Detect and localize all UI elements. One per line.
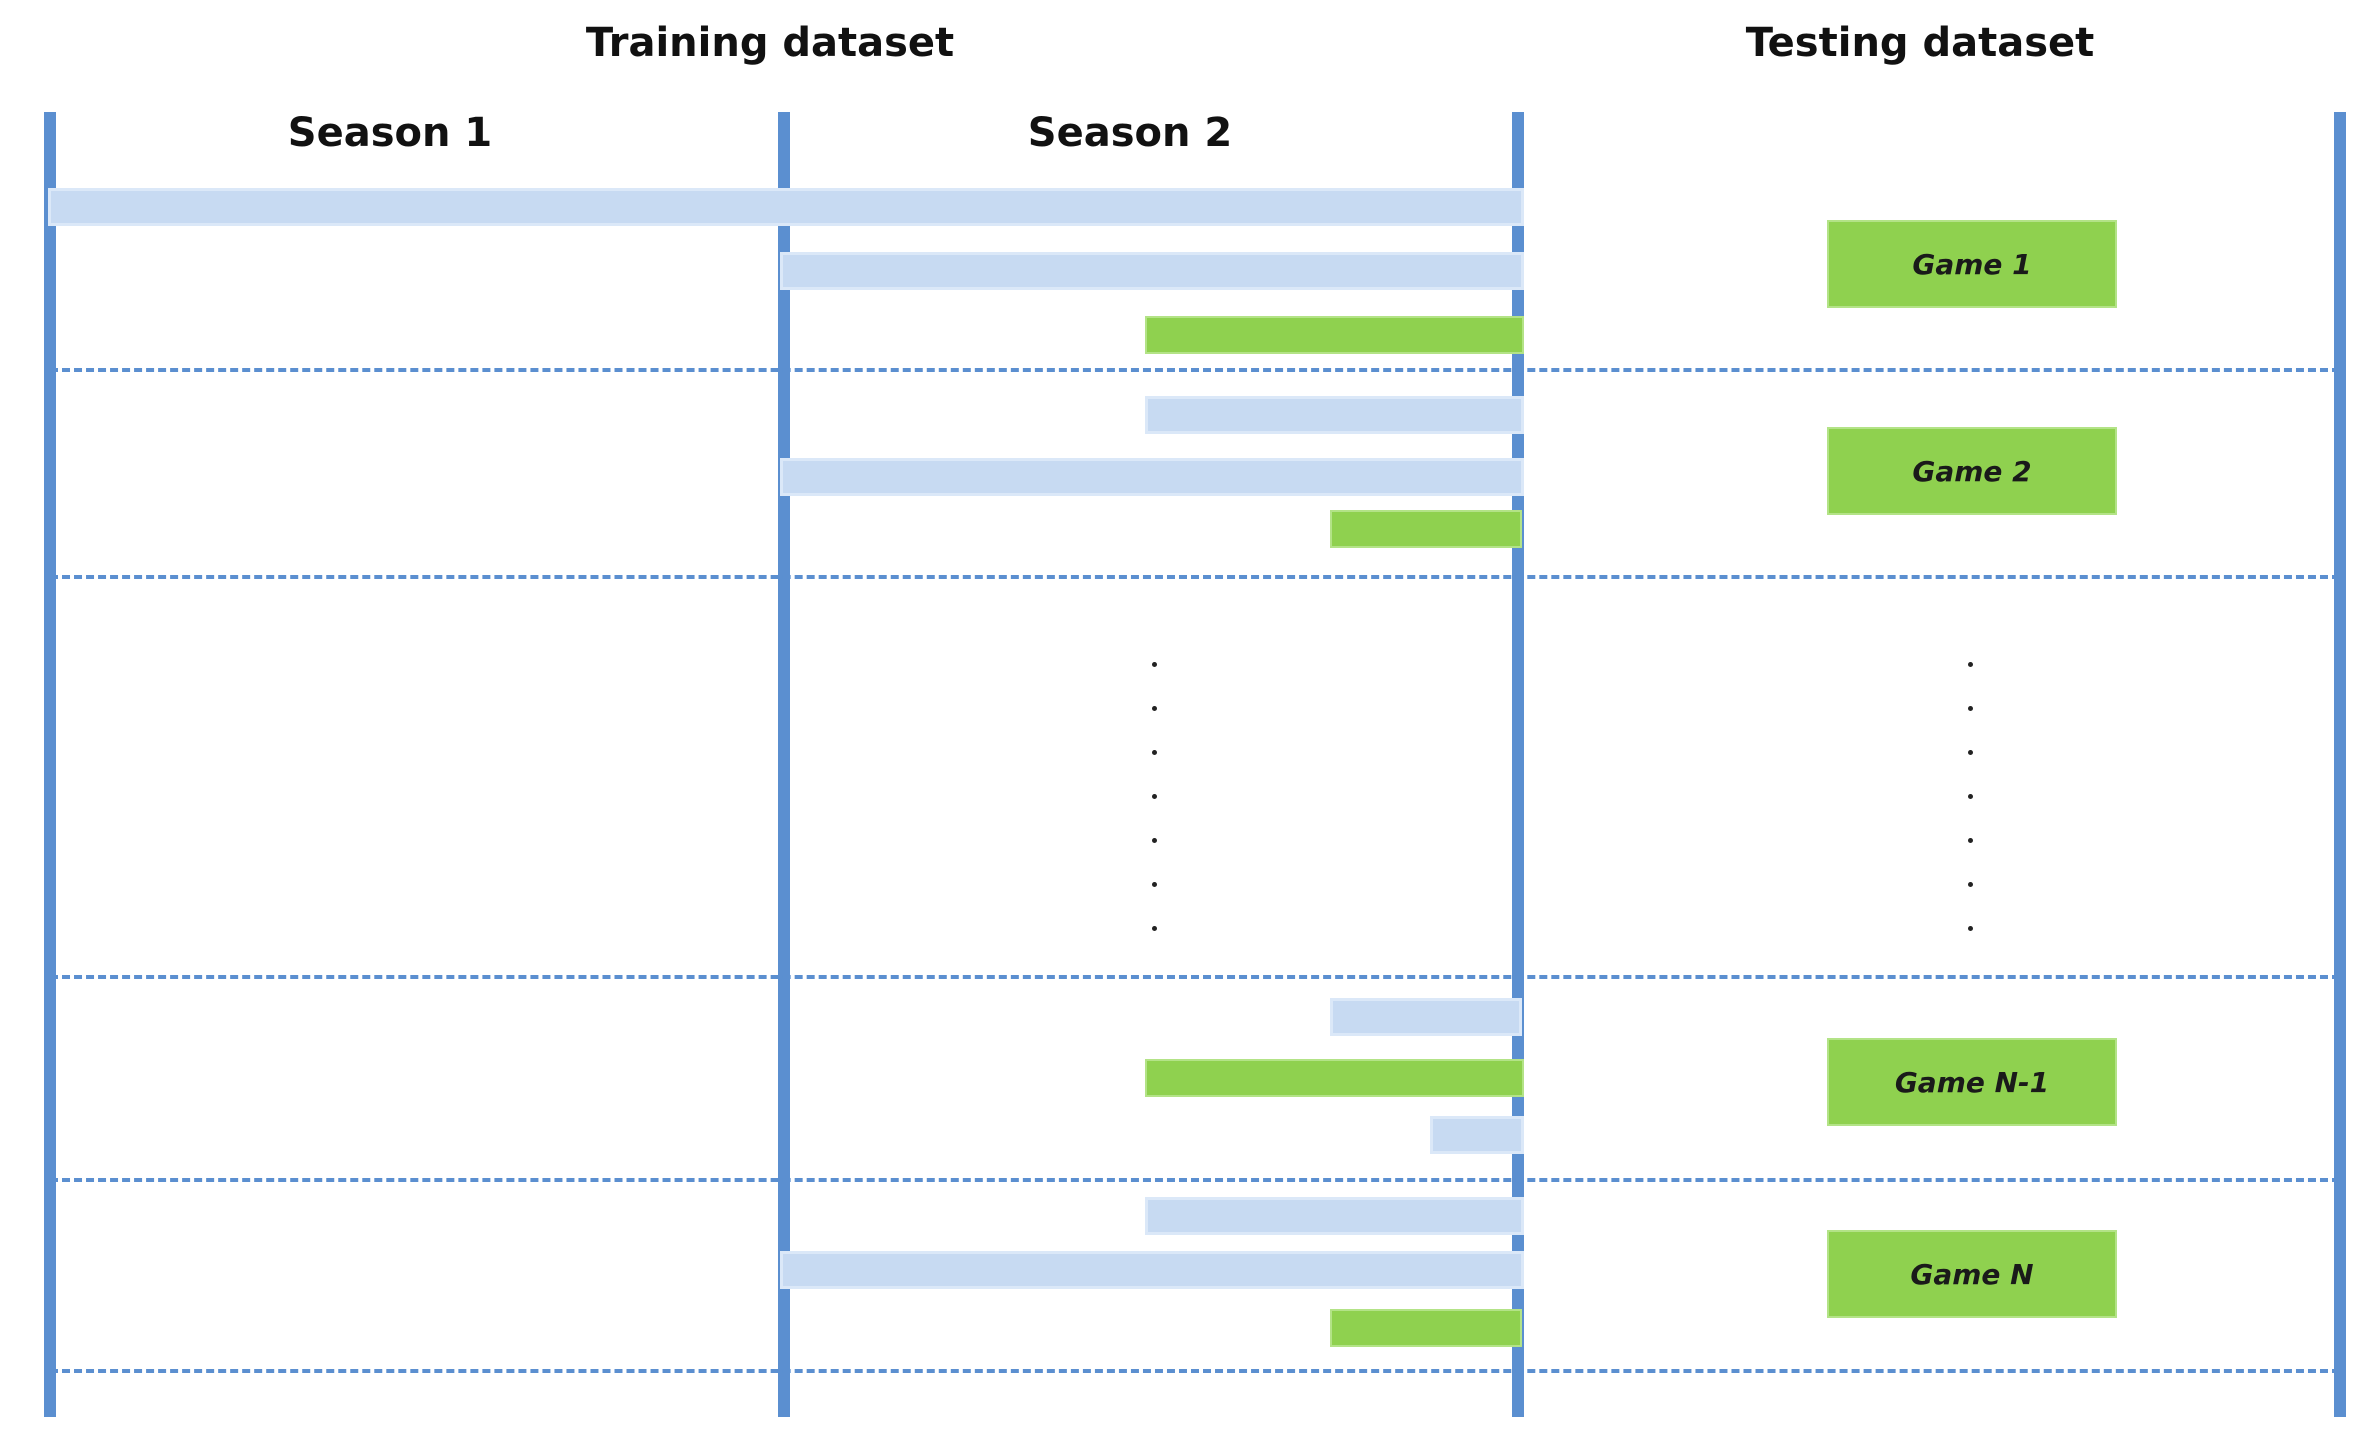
training-bar xyxy=(1330,998,1522,1036)
recent-games-bar xyxy=(1330,1309,1522,1347)
boundary-line-left xyxy=(44,112,56,1417)
separator-line xyxy=(50,1178,2340,1182)
game-box-2: Game 2 xyxy=(1827,427,2117,515)
recent-games-bar xyxy=(1145,1059,1524,1097)
testing-dataset-header: Testing dataset xyxy=(1745,20,2095,66)
season-2-header: Season 2 xyxy=(1027,110,1233,156)
training-bar xyxy=(780,458,1524,496)
training-bar xyxy=(48,188,1524,226)
separator-line xyxy=(50,1369,2340,1373)
training-bar xyxy=(1430,1116,1524,1154)
game-box-n: Game N xyxy=(1827,1230,2117,1318)
training-bar xyxy=(1145,1197,1524,1235)
training-bar xyxy=(1145,396,1524,434)
game-box-n-minus-1: Game N-1 xyxy=(1827,1038,2117,1126)
training-bar xyxy=(780,1251,1524,1289)
training-dataset-header: Training dataset xyxy=(585,20,955,66)
game-box-1: Game 1 xyxy=(1827,220,2117,308)
boundary-line-right xyxy=(2334,112,2346,1417)
season-1-header: Season 1 xyxy=(287,110,493,156)
separator-line xyxy=(50,975,2340,979)
training-bar xyxy=(780,252,1524,290)
recent-games-bar xyxy=(1145,316,1524,354)
separator-line xyxy=(50,368,2340,372)
boundary-line-season-split xyxy=(778,112,790,1417)
separator-line xyxy=(50,575,2340,579)
recent-games-bar xyxy=(1330,510,1522,548)
